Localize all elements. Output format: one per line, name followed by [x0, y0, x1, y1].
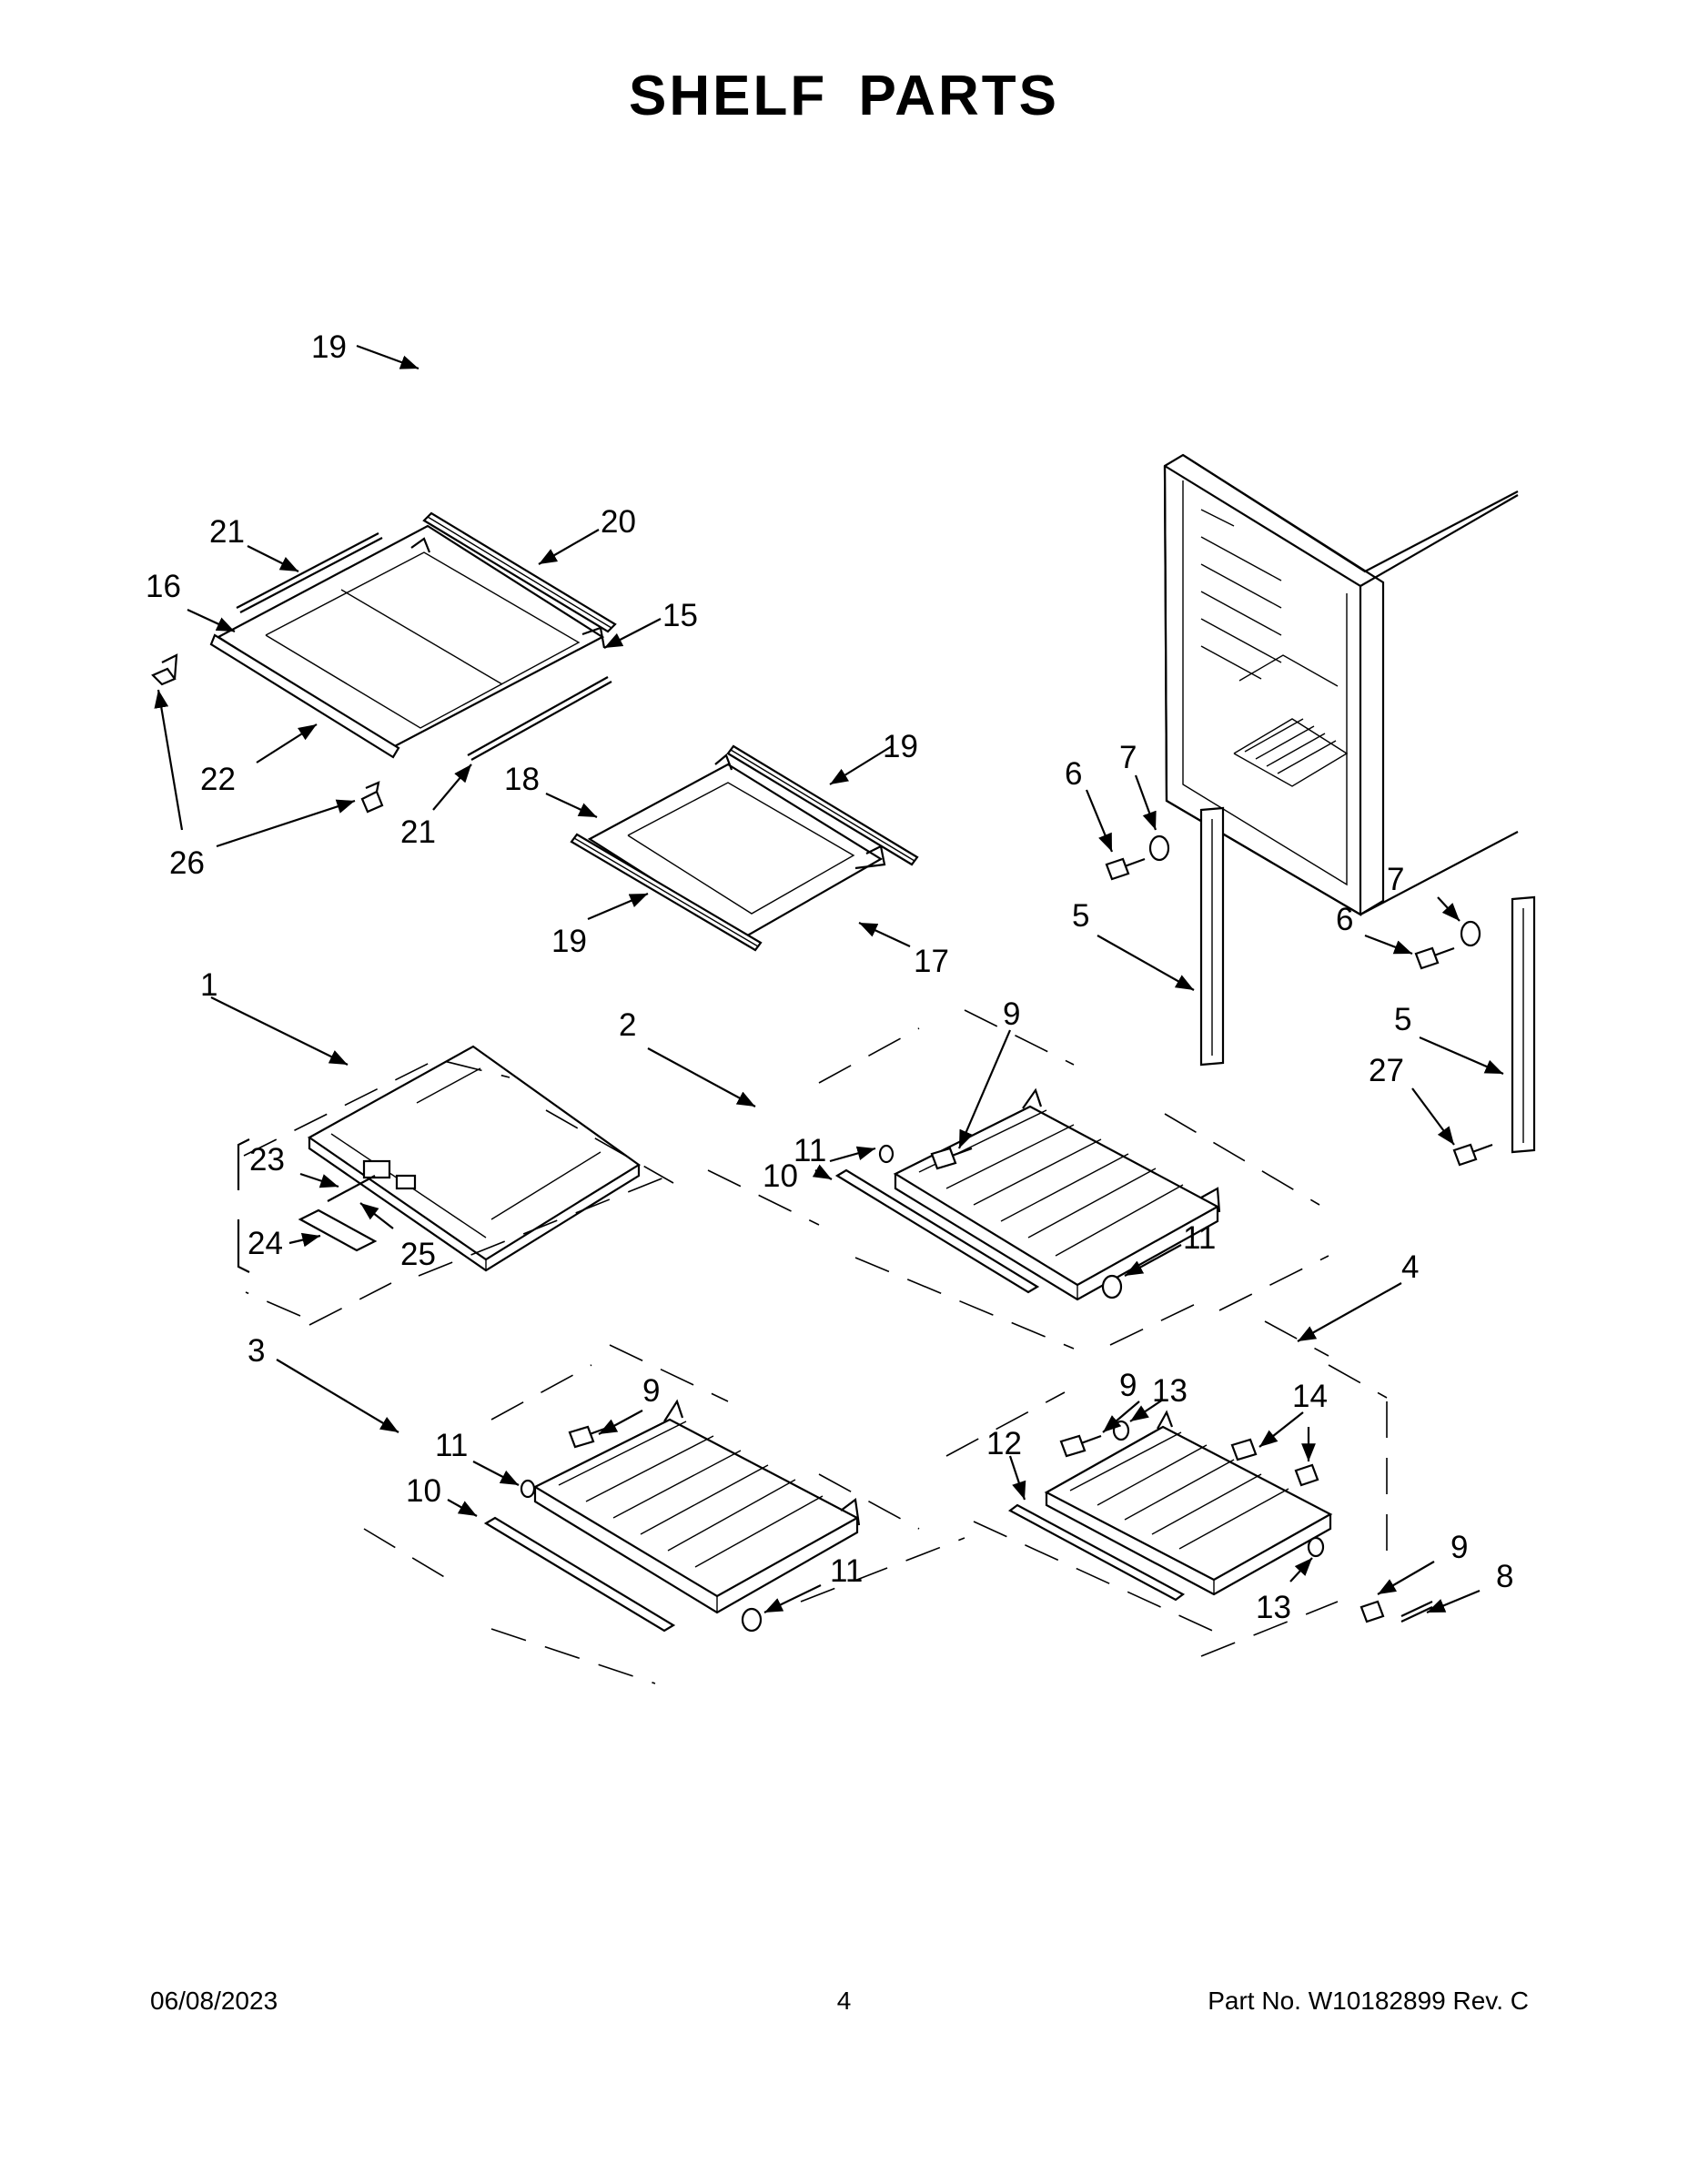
callout-25: 25	[400, 1237, 436, 1272]
page-title: SHELF PARTS	[629, 65, 1059, 127]
shelf-1-callouts: 1 23 24 25	[200, 967, 436, 1272]
callout-5: 5	[1072, 898, 1089, 934]
callout-23: 23	[249, 1142, 285, 1178]
callout-20: 20	[601, 504, 636, 540]
shelf-1-assembly	[210, 996, 674, 1326]
callout-10: 10	[763, 1158, 798, 1194]
footer-page-number: 4	[836, 1987, 852, 2015]
callout-19: 19	[883, 729, 918, 764]
shelf-2-assembly	[647, 1009, 1329, 1350]
footer-date: 06/08/2023	[150, 1987, 278, 2015]
callout-15: 15	[662, 598, 698, 633]
callout-9: 9	[1003, 996, 1020, 1032]
callout-6: 6	[1336, 902, 1353, 937]
callout-18: 18	[504, 762, 540, 797]
shelf-4-callouts: 4 9 13 14 12 13 9 8	[986, 1249, 1513, 1625]
callout-19: 19	[311, 329, 347, 365]
callout-26: 26	[169, 845, 205, 881]
callout-1: 1	[200, 967, 217, 1003]
callout-13: 13	[1256, 1590, 1291, 1625]
callout-21: 21	[400, 814, 436, 850]
callout-9: 9	[1119, 1368, 1137, 1403]
callout-14: 14	[1292, 1379, 1328, 1414]
callout-7: 7	[1119, 740, 1137, 775]
callout-4: 4	[1401, 1249, 1419, 1285]
shelf-4-assembly	[945, 1282, 1481, 1657]
shelf-3-callouts: 3 9 11 10 11	[248, 1333, 863, 1589]
callout-13: 13	[1152, 1373, 1188, 1409]
callout-6: 6	[1065, 756, 1082, 792]
callout-9: 9	[642, 1373, 660, 1409]
callout-12: 12	[986, 1426, 1022, 1461]
callout-2: 2	[619, 1007, 636, 1043]
callout-11: 11	[1183, 1220, 1216, 1256]
middle-shelf-callouts: 19 18 19 17	[504, 729, 949, 979]
callout-24: 24	[248, 1226, 283, 1261]
callout-21: 21	[209, 514, 245, 550]
upper-shelf-assembly	[151, 344, 662, 848]
callout-10: 10	[406, 1473, 441, 1509]
footer-part-number: Part No. W10182899 Rev. C	[1208, 1987, 1529, 2015]
callout-17: 17	[914, 944, 949, 979]
middle-shelf-assembly	[545, 744, 919, 952]
callout-22: 22	[200, 762, 236, 797]
callout-8: 8	[1496, 1559, 1513, 1594]
callout-9: 9	[1450, 1530, 1468, 1565]
shelf-3-assembly	[276, 1344, 965, 1684]
callout-11: 11	[793, 1133, 826, 1168]
shelf-2-callouts: 2 9 11 10 11	[619, 996, 1216, 1256]
cabinet-assembly	[1085, 453, 1536, 1167]
callout-27: 27	[1369, 1053, 1404, 1088]
callout-3: 3	[248, 1333, 265, 1369]
callout-19: 19	[551, 924, 587, 959]
callout-5: 5	[1394, 1002, 1411, 1037]
callout-11: 11	[830, 1553, 863, 1589]
upper-shelf-callouts: 19 20 21 16 15 22 21 26	[146, 329, 698, 881]
callout-7: 7	[1387, 862, 1404, 897]
callout-11: 11	[435, 1428, 468, 1463]
cabinet-callouts: 6 7 5 7 6 5 27	[1065, 740, 1411, 1088]
callout-16: 16	[146, 569, 181, 604]
